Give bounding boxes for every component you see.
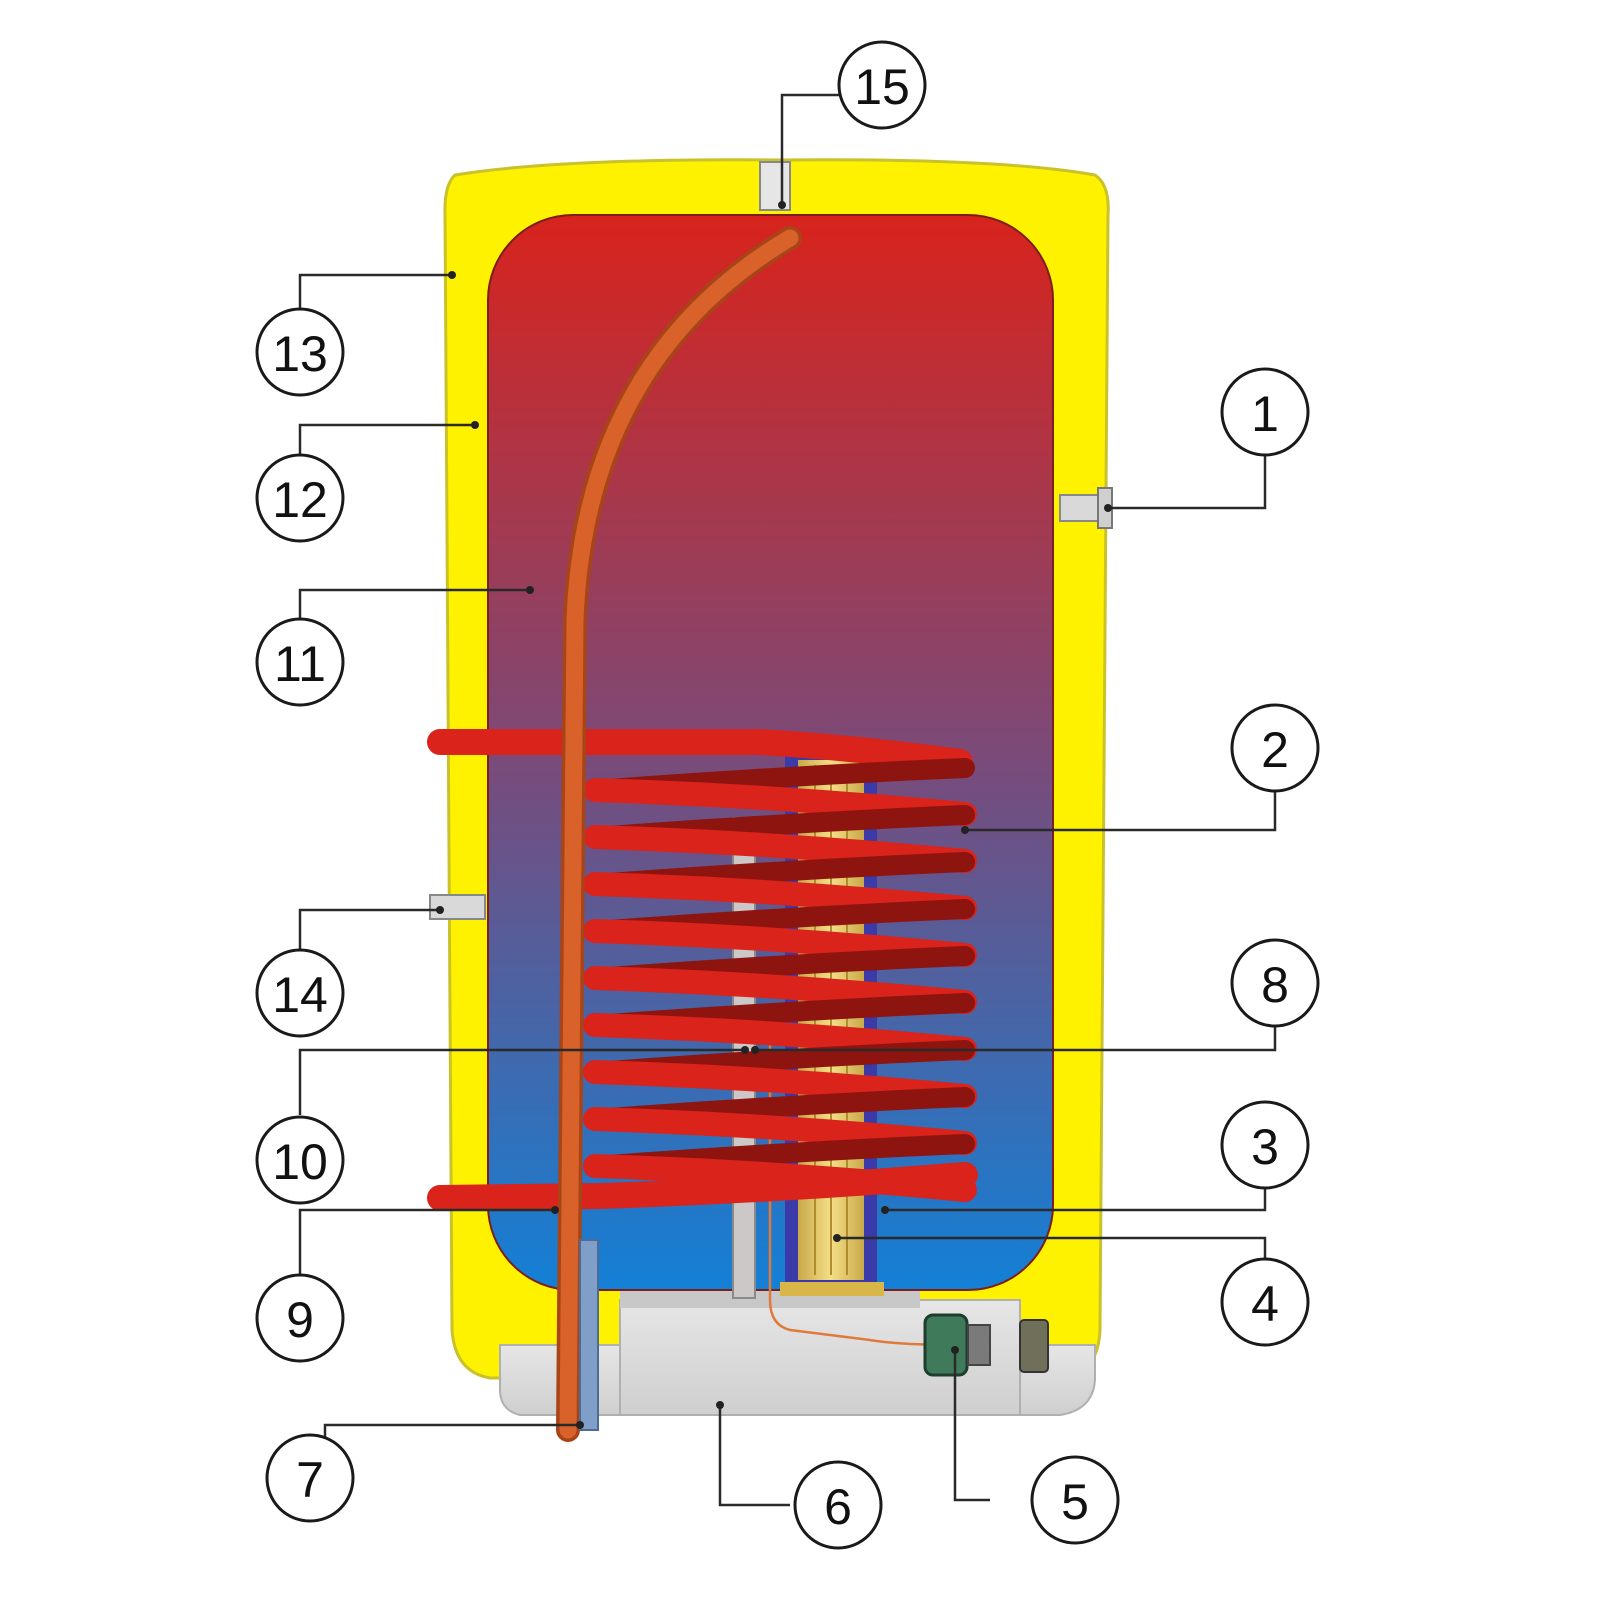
callout-3: 3 bbox=[1220, 1100, 1310, 1190]
callout-label-2: 2 bbox=[1261, 722, 1289, 778]
callout-9: 9 bbox=[255, 1273, 345, 1363]
callout-label-10: 10 bbox=[272, 1134, 328, 1190]
callout-label-5: 5 bbox=[1061, 1474, 1089, 1530]
callout-label-4: 4 bbox=[1251, 1276, 1279, 1332]
callout-label-8: 8 bbox=[1261, 957, 1289, 1013]
callout-14: 14 bbox=[255, 948, 345, 1038]
leader-dots bbox=[436, 201, 1112, 1429]
callout-label-7: 7 bbox=[296, 1452, 324, 1508]
callout-4: 4 bbox=[1220, 1257, 1310, 1347]
callout-label-12: 12 bbox=[272, 472, 328, 528]
heat-exchanger-coil bbox=[427, 729, 978, 1211]
callout-1: 1 bbox=[1220, 367, 1310, 457]
callout-6: 6 bbox=[793, 1460, 883, 1550]
callout-13: 13 bbox=[255, 307, 345, 397]
callout-label-1: 1 bbox=[1251, 386, 1279, 442]
callout-8: 8 bbox=[1230, 938, 1320, 1028]
callout-5: 5 bbox=[1030, 1455, 1120, 1545]
coil-inlet bbox=[427, 729, 973, 775]
cold-water-inlet bbox=[579, 1239, 599, 1431]
callout-label-3: 3 bbox=[1251, 1119, 1279, 1175]
callout-11: 11 bbox=[255, 617, 345, 707]
heater-flange bbox=[780, 1282, 884, 1296]
coil-outlet bbox=[427, 1162, 978, 1211]
callout-label-13: 13 bbox=[272, 326, 328, 382]
callout-label-6: 6 bbox=[824, 1479, 852, 1535]
callout-label-11: 11 bbox=[274, 636, 326, 692]
callout-label-9: 9 bbox=[286, 1292, 314, 1348]
callout-label-14: 14 bbox=[272, 967, 328, 1023]
thermostat bbox=[923, 1313, 1049, 1377]
callout-label-15: 15 bbox=[854, 59, 910, 115]
callout-7: 7 bbox=[265, 1433, 355, 1523]
top-connection bbox=[759, 161, 791, 211]
callout-15: 15 bbox=[837, 40, 927, 130]
callout-12: 12 bbox=[255, 453, 345, 543]
callout-2: 2 bbox=[1230, 703, 1320, 793]
callout-10: 10 bbox=[255, 1115, 345, 1205]
side-connection-left bbox=[429, 894, 486, 920]
